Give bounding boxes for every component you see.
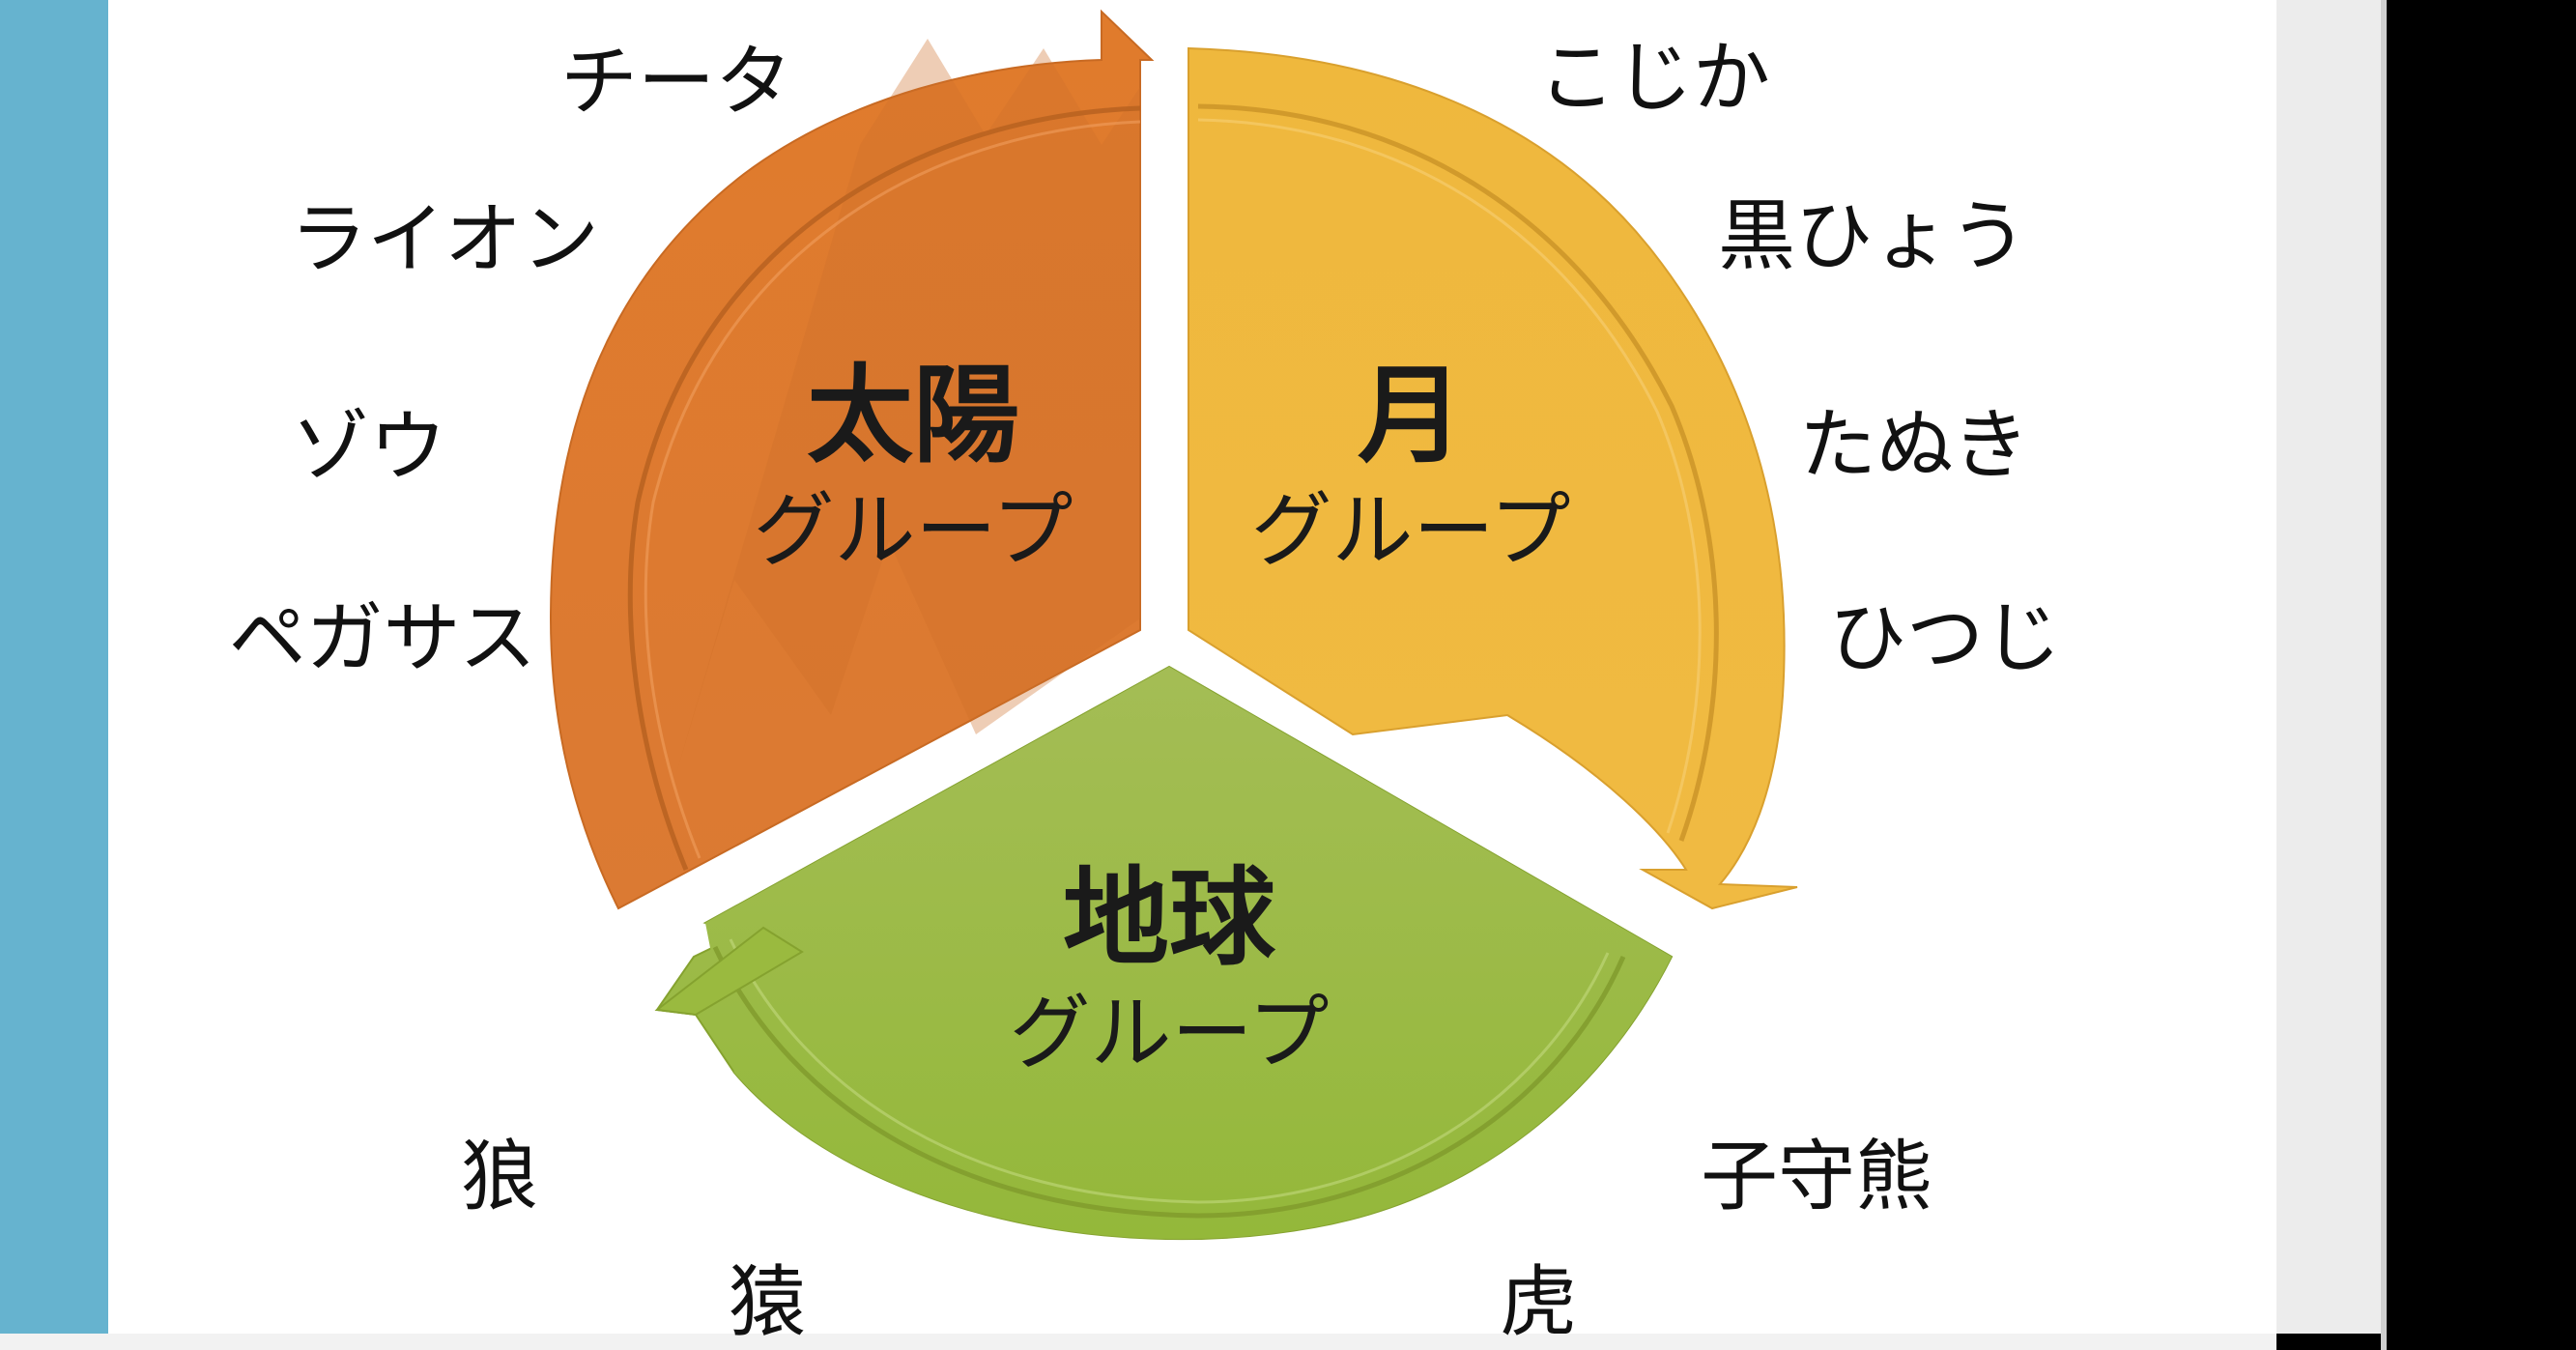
sun-animal: ライオン: [290, 194, 599, 284]
moon-group-subtitle: グループ: [1251, 483, 1571, 578]
sun-animal: ペガサス: [229, 593, 536, 683]
sun-group-title: 太陽: [807, 354, 1019, 477]
bottom-strip: [0, 1334, 2276, 1350]
sun-animal: ゾウ: [292, 402, 446, 492]
earth-group-subtitle: グループ: [1010, 986, 1330, 1080]
moon-animal: ひつじ: [1829, 593, 2061, 683]
earth-animal: 狼: [461, 1132, 538, 1221]
sun-group-subtitle: グループ: [754, 483, 1073, 578]
moon-group-title: 月: [1358, 354, 1464, 477]
window-divider: [2381, 0, 2387, 1350]
earth-group-title: 地球: [1063, 856, 1276, 980]
sun-animal: チータ: [560, 37, 792, 127]
left-side-panel: [0, 0, 108, 1334]
moon-animal: こじか: [1538, 33, 1770, 123]
moon-group-segment: [1188, 46, 1798, 910]
moon-animal: たぬき: [1799, 400, 2029, 490]
earth-animal: 子守熊: [1701, 1132, 1932, 1221]
earth-animal: 猿: [729, 1257, 806, 1347]
right-black-area: [2387, 0, 2576, 1350]
right-gray-margin: [2276, 0, 2381, 1334]
earth-group-segment: [654, 665, 1674, 1241]
sun-group-segment: [549, 9, 1155, 910]
moon-animal: 黒ひょう: [1718, 191, 2027, 281]
earth-animal: 虎: [1500, 1257, 1577, 1347]
